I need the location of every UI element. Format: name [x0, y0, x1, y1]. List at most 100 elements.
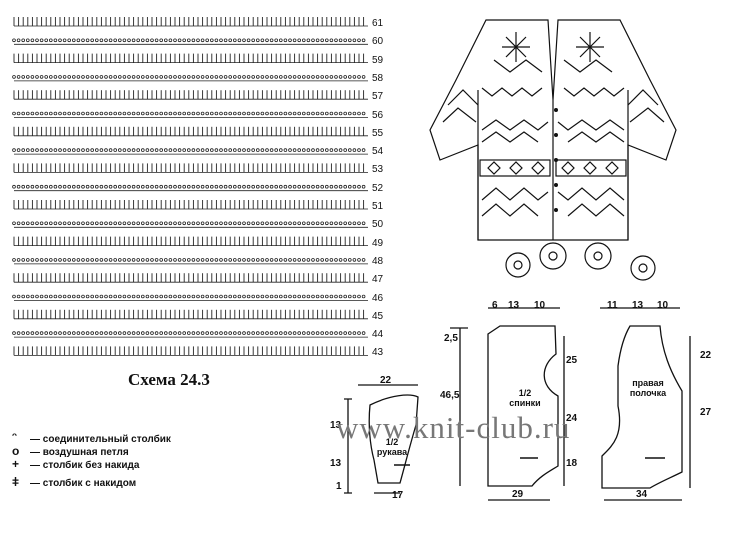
- stitch-mark: [320, 294, 325, 299]
- stitch-mark: [237, 148, 242, 152]
- stitch-mark: [242, 221, 246, 226]
- stitch-mark: [329, 148, 334, 152]
- stitch-mark: [118, 184, 122, 189]
- stitch-mark: [196, 75, 200, 79]
- stitch-mark: [292, 111, 297, 116]
- stitch-mark: [288, 184, 292, 189]
- stitch-mark: [99, 111, 104, 116]
- stitch-mark: [255, 75, 260, 79]
- stitch-mark: [214, 184, 219, 189]
- stitch-mark: [311, 258, 315, 262]
- stitch-mark: [99, 258, 104, 262]
- stitch-mark: [292, 75, 297, 79]
- stitch-mark: [214, 221, 219, 226]
- stitch-mark: [76, 221, 81, 226]
- stitch-mark: [108, 331, 113, 335]
- stitch-mark: [122, 294, 127, 299]
- stitch-mark: [242, 148, 246, 152]
- stitch-mark: [154, 111, 159, 116]
- stitch-mark: [283, 258, 288, 262]
- front-dim-right-bottom: 27: [700, 407, 712, 418]
- stitch-mark: [104, 258, 108, 262]
- stitch-mark: [251, 111, 256, 116]
- stitch-mark: [90, 75, 94, 79]
- stitch-mark: [131, 75, 136, 79]
- stitch-mark: [127, 38, 131, 43]
- stitch-mark: [347, 258, 352, 262]
- stitch-mark: [44, 111, 48, 116]
- stitch-mark: [361, 221, 366, 226]
- stitch-mark: [334, 221, 338, 226]
- stitch-mark: [127, 331, 131, 335]
- stitch-mark: [85, 258, 90, 262]
- stitch-mark: [278, 38, 283, 43]
- stitch-mark: [131, 221, 136, 226]
- watermark: www.knit-club.ru: [336, 410, 571, 445]
- stitch-mark: [228, 111, 233, 116]
- stitch-mark: [62, 111, 67, 116]
- stitch-mark: [352, 148, 357, 152]
- stitch-mark: [324, 111, 329, 116]
- stitch-mark: [214, 111, 219, 116]
- stitch-mark: [136, 184, 141, 189]
- stitch-mark: [269, 258, 274, 262]
- stitch-mark: [30, 331, 35, 335]
- stitch-mark: [242, 38, 246, 43]
- stitch-mark: [187, 294, 191, 299]
- stitch-mark: [311, 221, 315, 226]
- stitch-mark: [62, 38, 67, 43]
- stitch-mark: [81, 221, 85, 226]
- stitch-mark: [113, 258, 117, 262]
- stitch-mark: [39, 75, 44, 79]
- stitch-mark: [53, 331, 58, 335]
- stitch-mark: [150, 258, 154, 262]
- stitch-mark: [320, 111, 325, 116]
- stitch-mark: [127, 258, 131, 262]
- stitch-mark: [283, 111, 288, 116]
- stitch-mark: [265, 221, 269, 226]
- stitch-mark: [191, 184, 196, 189]
- stitch-mark: [67, 184, 71, 189]
- stitch-mark: [21, 75, 26, 79]
- stitch-mark: [205, 258, 210, 262]
- stitch-mark: [39, 221, 44, 226]
- stitch-mark: [297, 111, 302, 116]
- stitch-mark: [90, 258, 94, 262]
- stitch-mark: [85, 294, 90, 299]
- stitch-mark: [315, 258, 320, 262]
- stitch-mark: [306, 111, 311, 116]
- stitch-mark: [311, 38, 315, 43]
- row-number: 43: [372, 347, 384, 359]
- stitch-mark: [320, 258, 325, 262]
- stitch-mark: [76, 148, 81, 152]
- stitch-mark: [67, 38, 71, 43]
- stitch-mark: [154, 38, 159, 43]
- stitch-mark: [159, 258, 164, 262]
- stitch-mark: [347, 294, 352, 299]
- stitch-mark: [210, 331, 214, 335]
- stitch-mark: [150, 111, 154, 116]
- stitch-mark: [347, 184, 352, 189]
- stitch-mark: [233, 38, 237, 43]
- stitch-mark: [108, 75, 113, 79]
- legend-chain-stitch: — воздушная петля: [30, 447, 129, 458]
- stitch-mark: [35, 221, 39, 226]
- stitch-mark: [260, 75, 265, 79]
- stitch-mark: [104, 75, 108, 79]
- stitch-mark: [58, 221, 62, 226]
- stitch-mark: [343, 221, 348, 226]
- stitch-mark: [159, 221, 164, 226]
- row-number: 46: [372, 292, 384, 304]
- stitch-mark: [357, 75, 361, 79]
- stitch-mark: [251, 294, 256, 299]
- stitch-mark: [274, 38, 279, 43]
- stitch-mark: [269, 221, 274, 226]
- sleeve-dim-bottom: 17: [392, 490, 404, 501]
- stitch-mark: [25, 331, 30, 335]
- stitch-mark: [53, 75, 58, 79]
- stitch-mark: [136, 294, 141, 299]
- stitch-mark: [297, 221, 302, 226]
- row-number: 60: [372, 36, 384, 48]
- stitch-mark: [219, 184, 223, 189]
- stitch-mark: [246, 221, 251, 226]
